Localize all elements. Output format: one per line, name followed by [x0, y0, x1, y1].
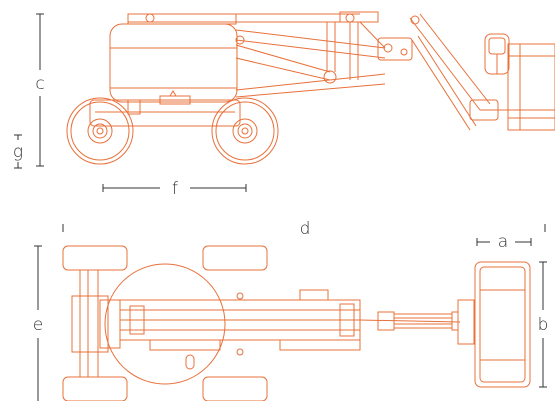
- top-wheel-rear-left: [202, 245, 268, 271]
- top-turntable: [104, 263, 226, 385]
- side-main-boom: [128, 11, 386, 98]
- top-wheel-rear-right: [202, 376, 268, 401]
- top-view: [62, 245, 531, 401]
- dim-label-g: g: [13, 142, 23, 162]
- dim-label-e: e: [33, 315, 43, 335]
- side-wheel-front: [66, 97, 134, 165]
- dim-label-c: c: [35, 74, 44, 94]
- top-platform: [474, 261, 531, 388]
- dimensions: [14, 13, 547, 401]
- dim-label-d: d: [300, 219, 311, 239]
- top-wheel-front-right: [62, 376, 128, 401]
- dim-label-f: f: [172, 179, 178, 199]
- side-view: [66, 11, 555, 165]
- dim-label-a: a: [498, 232, 508, 252]
- top-boom: [119, 289, 475, 351]
- side-chassis: [89, 99, 241, 127]
- side-platform: [484, 33, 555, 131]
- side-jib: [377, 13, 555, 131]
- side-wheel-rear: [211, 97, 279, 165]
- dimension-labels: c g f d a e b: [13, 74, 549, 335]
- side-body: [109, 23, 238, 103]
- top-wheel-front-left: [62, 245, 128, 271]
- dim-label-b: b: [538, 315, 549, 335]
